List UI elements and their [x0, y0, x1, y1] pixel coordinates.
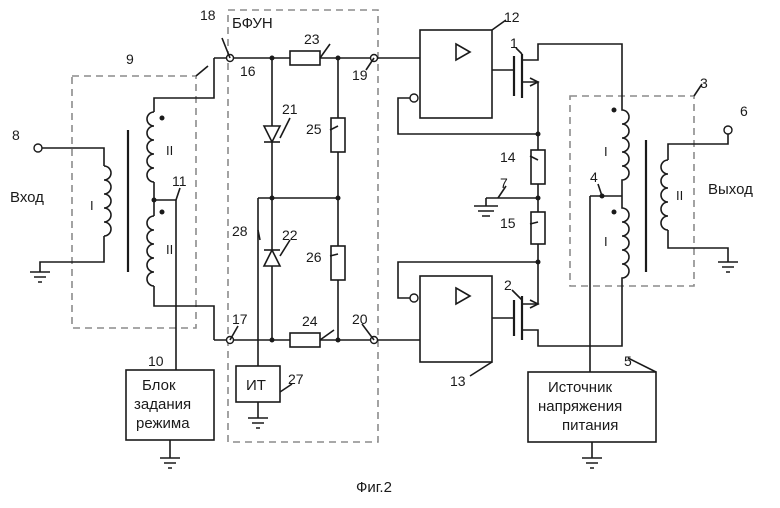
input-secondary-upper [147, 112, 154, 182]
resistor-26 [331, 246, 345, 280]
ref-7: 7 [500, 175, 508, 191]
power-block-line-2: напряжения [538, 398, 622, 415]
ref-3: 3 [700, 75, 708, 91]
input-label: Вход [10, 189, 44, 206]
ref-14: 14 [500, 149, 516, 165]
ref-9: 9 [126, 51, 134, 67]
ref-20: 20 [352, 311, 368, 327]
input-transformer [30, 58, 214, 370]
ref-23: 23 [304, 31, 320, 47]
ref-24: 24 [302, 313, 318, 329]
power-ground [582, 458, 602, 468]
ref-28: 28 [232, 223, 248, 239]
output-transformer [590, 88, 738, 372]
output-terminal[interactable] [724, 126, 732, 134]
ref-27: 27 [288, 371, 304, 387]
figure-caption: Фиг.2 [356, 479, 392, 496]
input-secondary-lower-label: II [166, 242, 173, 257]
resistor-23 [290, 51, 320, 65]
ref-11: 11 [172, 173, 187, 189]
output-primary-upper [622, 88, 629, 196]
ref-12: 12 [504, 9, 520, 25]
output-secondary-label: II [676, 188, 683, 203]
resistor-15 [531, 212, 545, 244]
source-network [474, 122, 545, 276]
ref-21: 21 [282, 101, 298, 117]
resistor-25 [331, 118, 345, 152]
output-label: Выход [708, 181, 753, 198]
power-block-line-3: питания [562, 417, 618, 434]
ref-1: 1 [510, 35, 518, 51]
ref-10: 10 [148, 353, 164, 369]
ground-7 [474, 198, 498, 216]
mode-block-line-2: задания [134, 396, 191, 413]
resistor-14 [531, 150, 545, 184]
input-secondary-lower [147, 216, 154, 286]
input-secondary-upper-label: II [166, 143, 173, 158]
ref-25: 25 [306, 121, 322, 137]
mode-block-line-3: режима [136, 415, 190, 432]
mode-block-line-1: Блок [142, 377, 176, 394]
ref-16: 16 [240, 63, 256, 79]
ref-18: 18 [200, 7, 216, 23]
ref-15: 15 [500, 215, 516, 231]
input-ground [30, 272, 50, 282]
ref-4: 4 [590, 169, 598, 185]
ref-26: 26 [306, 249, 322, 265]
input-primary-winding-label: I [90, 198, 94, 213]
power-block-line-1: Источник [548, 379, 612, 396]
output-secondary-winding [661, 160, 668, 230]
it-ground [248, 418, 268, 428]
ref-8: 8 [12, 127, 20, 143]
output-ground [718, 262, 738, 272]
diode-21 [264, 126, 280, 142]
bfun-circuit [214, 51, 420, 428]
resistor-24 [290, 333, 320, 347]
driver-13 [398, 262, 538, 362]
ref-19: 19 [352, 67, 368, 83]
output-primary-upper-label: I [604, 144, 608, 159]
bfun-label: БФУН [232, 15, 273, 32]
output-primary-lower [622, 196, 629, 282]
it-label: ИТ [246, 377, 266, 394]
output-primary-lower-label: I [604, 234, 608, 249]
diode-22 [264, 250, 280, 266]
ref-13: 13 [450, 373, 466, 389]
ref-17: 17 [232, 311, 248, 327]
input-terminal[interactable] [34, 144, 42, 152]
input-primary-winding [104, 166, 111, 236]
ref-2: 2 [504, 277, 512, 293]
ref-22: 22 [282, 227, 298, 243]
ref-5: 5 [624, 353, 632, 369]
ref-6: 6 [740, 103, 748, 119]
transistor-1 [492, 44, 622, 122]
mode-ground [160, 458, 180, 468]
